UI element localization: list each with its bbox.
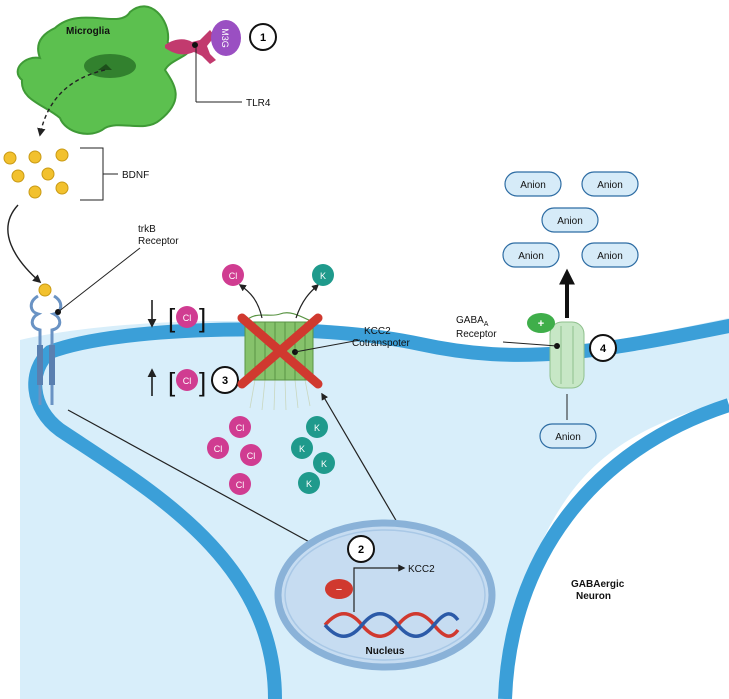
- svg-text:Cl: Cl: [236, 480, 245, 490]
- svg-text:K: K: [321, 459, 327, 469]
- svg-text:]: ]: [199, 303, 206, 333]
- svg-text:Cl: Cl: [183, 376, 192, 386]
- svg-text:Cl: Cl: [236, 423, 245, 433]
- svg-text:K: K: [306, 479, 312, 489]
- dna-strand-blue: [323, 612, 460, 638]
- bdnf-cluster: BDNF: [3, 147, 149, 201]
- svg-text:Anion: Anion: [557, 216, 583, 227]
- svg-text:+: +: [538, 318, 544, 330]
- kcc2-gene-label: KCC2: [408, 564, 435, 575]
- svg-text:Anion: Anion: [520, 180, 546, 191]
- anion-pill: Anion: [541, 207, 599, 233]
- svg-text:Cl: Cl: [247, 451, 256, 461]
- potassium-ion-out: K: [312, 264, 334, 286]
- microglia-nucleus: [84, 54, 136, 78]
- m3g-label: M3G: [220, 28, 230, 48]
- svg-text:[: [: [168, 303, 176, 333]
- gabaergic-neuron: [20, 318, 729, 699]
- step-2-badge: 2: [347, 535, 375, 563]
- kcc2-label-2: Cotranspoter: [352, 338, 410, 349]
- gabaa-label-2: Receptor: [456, 329, 497, 340]
- neuron-cytoplasm: [20, 318, 729, 699]
- gaba-ligand: [527, 313, 555, 333]
- svg-text:Cl: Cl: [183, 313, 192, 323]
- gabaa-receptor: + GABAA Receptor: [456, 313, 585, 420]
- gabaa-label-1: GABAA: [456, 315, 489, 328]
- svg-text:1: 1: [260, 32, 266, 44]
- cl-decrease-indicator: [ Cl ]: [147, 300, 206, 333]
- svg-text:[: [: [168, 367, 176, 397]
- repressor-molecule: [325, 579, 353, 599]
- step-3-badge: 3: [211, 366, 239, 394]
- svg-text:−: −: [336, 584, 342, 596]
- bdnf-label: BDNF: [122, 170, 149, 181]
- neuron-label-2: Neuron: [576, 591, 611, 602]
- neuron-label-1: GABAergic: [571, 579, 625, 590]
- cl-increase-indicator: [ Cl ]: [147, 367, 206, 397]
- neuron-membrane: [28, 319, 729, 699]
- anion-pill: Anion: [504, 171, 562, 197]
- bdnf-to-trkb-arrow: [7, 204, 42, 284]
- svg-text:K: K: [314, 423, 320, 433]
- chloride-ion-cluster: Cl Cl Cl Cl: [207, 416, 262, 495]
- svg-text:K: K: [299, 444, 305, 454]
- anion-pill: Anion: [502, 242, 560, 268]
- neuron-membrane-right: [498, 398, 729, 699]
- svg-text:Anion: Anion: [555, 432, 581, 443]
- trkb-receptor: trkB Receptor: [29, 224, 179, 405]
- tlr4-receptor: M3G TLR4: [165, 20, 271, 109]
- svg-text:Anion: Anion: [597, 180, 623, 191]
- anion-pill: Anion: [581, 242, 639, 268]
- svg-text:Cl: Cl: [229, 271, 238, 281]
- nucleus: − KCC2 Nucleus: [274, 519, 496, 671]
- anion-pill-intracellular: Anion: [539, 423, 597, 449]
- svg-text:K: K: [320, 271, 326, 281]
- step-1-badge: 1: [249, 23, 277, 51]
- svg-text:]: ]: [199, 367, 206, 397]
- svg-text:Cl: Cl: [214, 444, 223, 454]
- microglia-label: Microglia: [66, 26, 110, 37]
- trkb-label-1: trkB: [138, 224, 156, 235]
- chloride-ion-out: Cl: [222, 264, 244, 286]
- svg-text:Anion: Anion: [518, 251, 544, 262]
- step-4-badge: 4: [589, 334, 617, 362]
- potassium-ion-cluster: K K K K: [291, 416, 335, 494]
- trkb-label-2: Receptor: [138, 236, 179, 247]
- svg-text:Anion: Anion: [597, 251, 623, 262]
- svg-text:2: 2: [358, 544, 364, 556]
- svg-text:4: 4: [600, 343, 607, 355]
- anion-pill: Anion: [581, 171, 639, 197]
- kcc2-label-1: KCC2: [364, 326, 391, 337]
- nucleus-label: Nucleus: [366, 646, 405, 657]
- blocked-cross-icon: [237, 313, 323, 389]
- svg-text:3: 3: [222, 375, 228, 387]
- m3g-molecule: [211, 20, 241, 56]
- tlr4-label: TLR4: [246, 98, 271, 109]
